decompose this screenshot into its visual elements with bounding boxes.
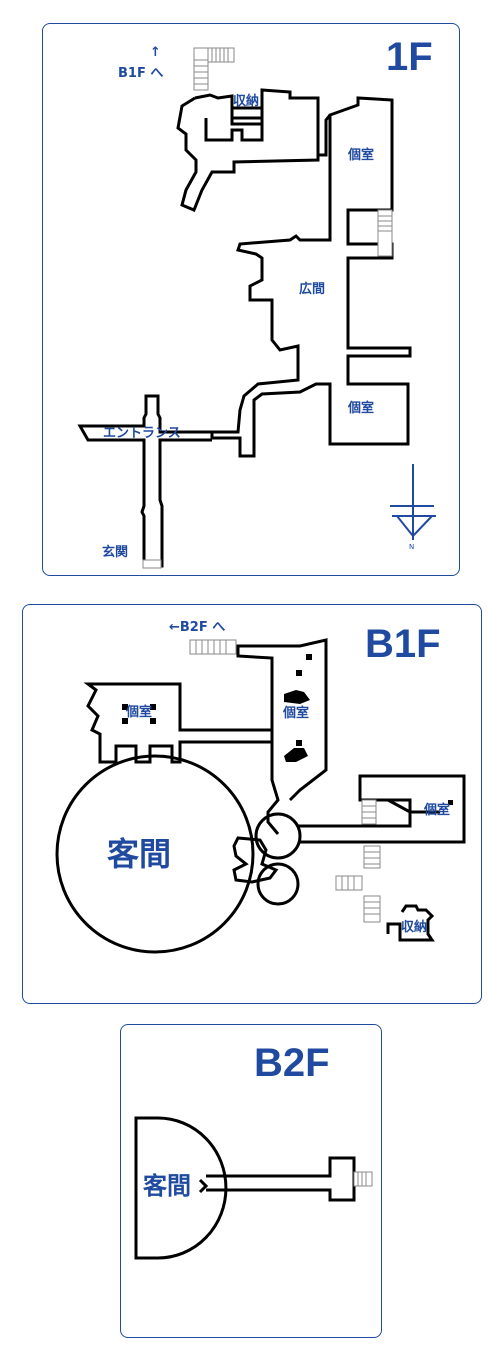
floor-b1f-title: B1F — [365, 622, 441, 666]
floor-1f-storage-label: 収納 — [233, 94, 260, 109]
floor-b1-walls — [55, 638, 466, 954]
floor-b1f-guest-room-label: 客間 — [107, 835, 172, 873]
floor-1f-private-upper-label: 個室 — [348, 148, 375, 163]
floor-b1-stairs — [189, 639, 381, 923]
compass-icon — [390, 464, 436, 540]
floor-b2-stairs — [353, 1171, 373, 1187]
floor-b1f-private-center-label: 個室 — [283, 706, 310, 721]
floor-1f-northwest-rooms — [194, 88, 332, 157]
floor-1f-title: 1F — [386, 35, 433, 79]
floor-b1-center-private-room — [236, 638, 328, 835]
floor-1f-stairs — [142, 47, 393, 569]
floor-b1f-storage-label: 収納 — [401, 920, 428, 935]
up-arrow-icon: ↑ — [150, 45, 161, 60]
floor-1f-front-door-label: 玄関 — [102, 545, 129, 560]
floor-1f-hall-outline — [210, 96, 412, 458]
floor-b2f-guest-room-label: 客間 — [143, 1172, 191, 1200]
floor-1f-entrance-hall-label: エントランス — [103, 426, 181, 441]
floor-1f-walls — [77, 88, 412, 568]
floor-b1-guest-room — [55, 754, 255, 954]
floor-1f-hall-label: 広間 — [299, 282, 326, 297]
floor-b1-left-private-room — [83, 682, 274, 764]
floor-1f-entrance — [77, 394, 212, 568]
floor-b1-storage-room — [386, 904, 435, 942]
floor-b1-furniture — [122, 654, 453, 805]
floor-b1f-private-left-label: 個室 — [126, 705, 153, 720]
floor-b2f-title: B2F — [254, 1041, 330, 1085]
floor-b1f-stairs-label[interactable]: ←B2F へ — [169, 620, 226, 635]
floor-1f-private-lower-label: 個室 — [348, 401, 375, 416]
floor-1f-stairs-label[interactable]: B1F へ — [118, 66, 164, 81]
compass-north-label: N — [409, 543, 415, 551]
floor-b1f-private-right-label: 個室 — [424, 803, 451, 818]
